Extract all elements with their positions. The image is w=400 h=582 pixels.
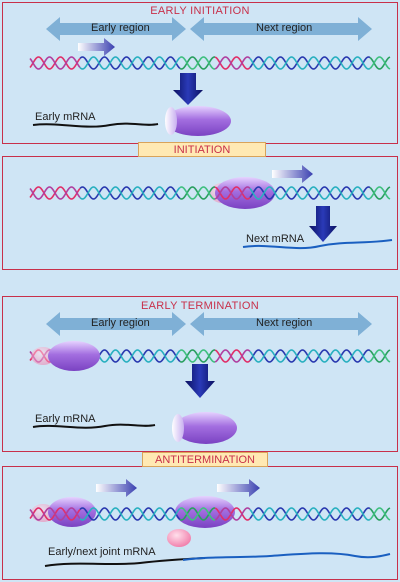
title-initiation: INITIATION — [138, 142, 266, 157]
dna-strand-segment — [249, 507, 371, 521]
dna-strand-segment — [369, 56, 391, 70]
dna-strand-segment — [79, 507, 181, 521]
panel-initiation — [2, 156, 398, 270]
rna-polymerase — [165, 106, 231, 136]
rna-polymerase — [175, 412, 237, 444]
dna-strand-segment — [249, 56, 371, 70]
dna-strand-segment — [179, 186, 215, 200]
next-region-arrow — [190, 17, 372, 41]
rna-polymerase — [48, 341, 100, 371]
dna-strand-segment — [29, 186, 81, 200]
early-region-label: Early region — [91, 22, 150, 34]
early-region-arrow — [46, 312, 186, 336]
dna-strand-segment — [369, 349, 391, 363]
joint-mrna-line — [44, 557, 206, 567]
antitermination-factor — [167, 529, 191, 547]
dna-strand-segment — [179, 507, 215, 521]
dna-strand-segment — [214, 349, 251, 363]
dna-strand-segment — [79, 56, 181, 70]
dna-strand-segment — [214, 507, 251, 521]
early-mrna-line — [32, 122, 159, 128]
dna-strand-segment — [369, 507, 391, 521]
dna-strand-segment — [249, 56, 371, 70]
down-arrow — [309, 206, 337, 242]
dna-strand-segment — [214, 349, 251, 363]
transcription-direction-arrow — [217, 479, 260, 497]
dna-strand-segment — [214, 186, 251, 200]
rna-polymerase — [215, 177, 275, 209]
next-mrna-line — [242, 239, 393, 250]
joint-mrna-line-next — [182, 552, 391, 561]
title-early-termination: EARLY TERMINATION — [141, 300, 259, 312]
early-mrna-line — [32, 423, 156, 429]
dna-strand-segment — [214, 507, 251, 521]
dna-strand-segment — [369, 186, 391, 200]
next-mrna-label: Next mRNA — [246, 233, 305, 245]
dna-strand-segment — [214, 186, 251, 200]
early-region-label: Early region — [91, 317, 150, 329]
dna-strand-segment — [369, 507, 391, 521]
dna-strand-segment — [249, 186, 371, 200]
dna-strand-segment — [29, 56, 81, 70]
dna-strand-segment — [249, 349, 371, 363]
sigma-factor — [31, 347, 55, 365]
joint-mrna-label: Early/next joint mRNA — [48, 546, 156, 558]
early-mrna-label: Early mRNA — [35, 413, 96, 425]
early-region-arrow — [46, 17, 186, 41]
dna-strand-segment — [214, 56, 251, 70]
early-mrna-label: Early mRNA — [35, 111, 96, 123]
dna-strand — [29, 186, 391, 200]
down-arrow — [173, 73, 203, 105]
next-region-label: Next region — [256, 22, 313, 34]
dna-strand-segment — [369, 186, 391, 200]
dna-strand — [29, 507, 391, 521]
dna-strand-segment — [249, 186, 371, 200]
transcription-direction-arrow — [78, 38, 115, 56]
next-region-label: Next region — [256, 317, 313, 329]
down-arrow — [185, 364, 215, 398]
dna-strand-segment — [179, 56, 215, 70]
dna-strand-segment — [369, 56, 391, 70]
transcription-direction-arrow — [272, 165, 313, 183]
title-antitermination: ANTITERMINATION — [142, 452, 268, 467]
dna-strand-segment — [79, 186, 181, 200]
transcription-direction-arrow — [96, 479, 137, 497]
dna-strand-segment — [214, 56, 251, 70]
rna-polymerase — [175, 496, 235, 528]
dna-strand — [29, 56, 391, 70]
dna-strand-segment — [249, 349, 371, 363]
dna-strand-segment — [369, 349, 391, 363]
dna-strand-segment — [249, 507, 371, 521]
next-region-arrow — [190, 312, 372, 336]
dna-strand-segment — [79, 186, 181, 200]
dna-strand-segment — [79, 507, 181, 521]
dna-strand-segment — [29, 507, 81, 521]
dna-strand-segment — [79, 56, 181, 70]
dna-strand-segment — [179, 349, 215, 363]
title-early-initiation: EARLY INITIATION — [150, 5, 250, 17]
